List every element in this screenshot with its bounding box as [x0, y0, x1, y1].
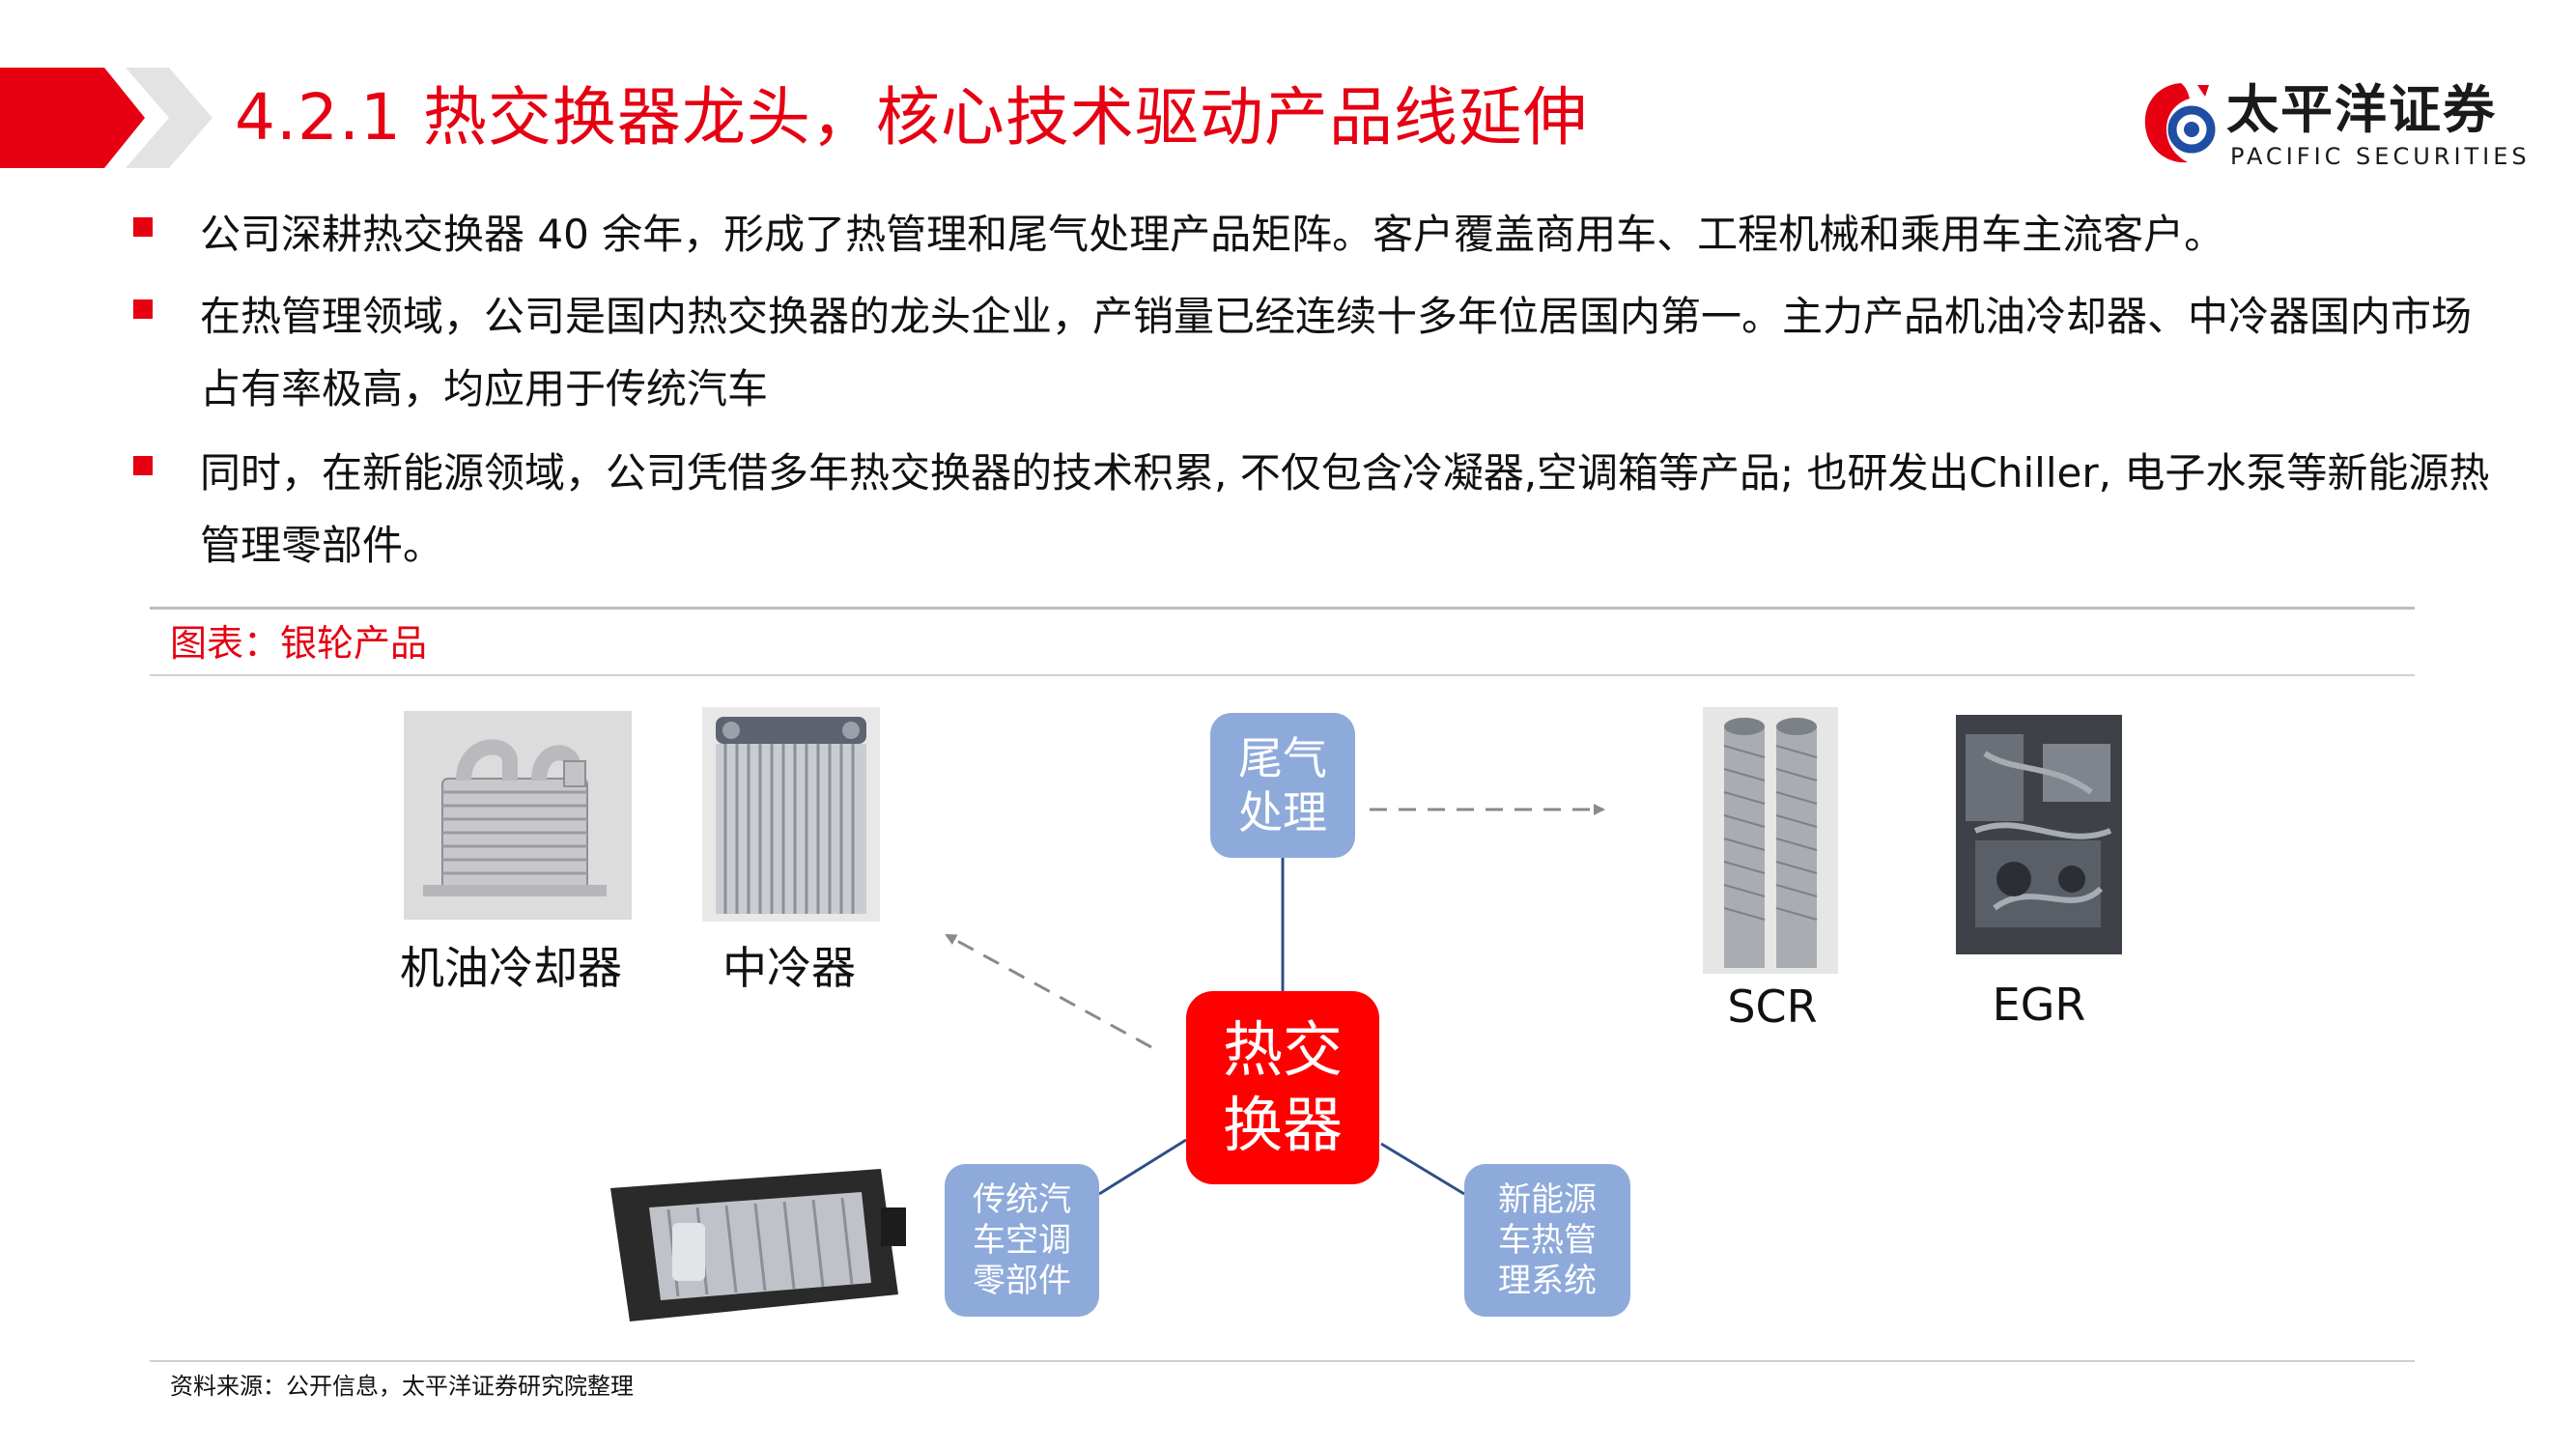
connector-traditional [1098, 1138, 1187, 1196]
label-scr: SCR [1727, 980, 1818, 1033]
egr-image [1956, 715, 2122, 954]
figure-top-rule [150, 607, 2415, 610]
node-traditional-label: 传统汽车空调零部件 [973, 1180, 1071, 1300]
node-exhaust: 尾气处理 [1210, 713, 1355, 858]
figure-caption-rule [150, 674, 2415, 676]
logo-name-en: PACIFIC SECURITIES [2230, 143, 2531, 170]
arrow-to-thermal-products [945, 933, 1152, 1049]
bullet-item: 同时，在新能源领域，公司凭借多年热交换器的技术积累, 不仅包含冷凝器,空调箱等产… [133, 437, 2509, 582]
node-heat-exchanger: 热交换器 [1186, 991, 1379, 1184]
hvac-module-image [591, 1150, 910, 1333]
pacific-securities-logo-icon [2144, 83, 2216, 163]
oil-cooler-image [404, 711, 632, 920]
bullet-text: 在热管理领域，公司是国内热交换器的龙头企业，产销量已经连续十多年位居国内第一。主… [200, 293, 2473, 412]
node-new-energy-label: 新能源车热管理系统 [1498, 1180, 1597, 1300]
source-note: 资料来源：公开信息，太平洋证券研究院整理 [170, 1373, 634, 1400]
label-egr: EGR [1992, 979, 2086, 1031]
figure-caption: 图表：银轮产品 [170, 622, 428, 665]
bullet-square [133, 217, 153, 237]
label-intercooler: 中冷器 [722, 942, 856, 994]
connector-new-energy [1380, 1142, 1465, 1196]
intercooler-image [702, 707, 880, 922]
bullet-square [133, 299, 153, 319]
footer-rule [150, 1360, 2415, 1362]
label-oil-cooler: 机油冷却器 [400, 942, 622, 994]
scr-image [1703, 707, 1838, 974]
node-traditional-ac-parts: 传统汽车空调零部件 [945, 1164, 1099, 1317]
bullet-item: 公司深耕热交换器 40 余年，形成了热管理和尾气处理产品矩阵。客户覆盖商用车、工… [133, 198, 2509, 270]
node-new-energy-thermal: 新能源车热管理系统 [1464, 1164, 1630, 1317]
header-arrow-red [0, 68, 145, 168]
bullet-square [133, 456, 153, 475]
page-title: 4.2.1 热交换器龙头，核心技术驱动产品线延伸 [235, 80, 1588, 155]
node-heat-exchanger-label: 热交换器 [1222, 1014, 1343, 1160]
node-exhaust-label: 尾气处理 [1238, 732, 1327, 838]
logo-name-cn: 太平洋证券 [2226, 79, 2497, 140]
bullet-text: 同时，在新能源领域，公司凭借多年热交换器的技术积累, 不仅包含冷凝器,空调箱等产… [200, 449, 2490, 569]
bullet-item: 在热管理领域，公司是国内热交换器的龙头企业，产销量已经连续十多年位居国内第一。主… [133, 280, 2509, 425]
bullet-text: 公司深耕热交换器 40 余年，形成了热管理和尾气处理产品矩阵。客户覆盖商用车、工… [200, 211, 2225, 258]
